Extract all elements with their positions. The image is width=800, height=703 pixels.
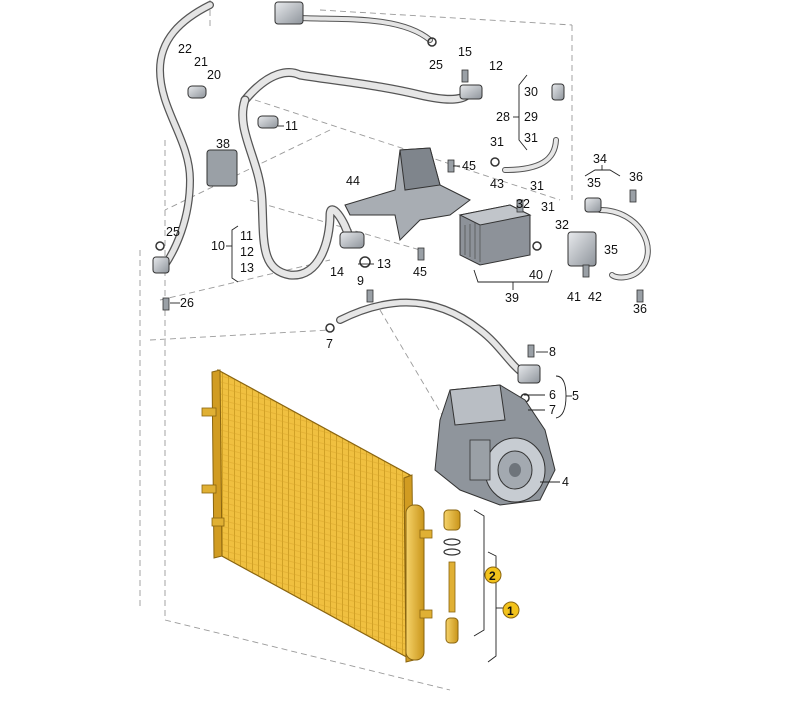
refrigerant-hoses-upper — [156, 1, 651, 379]
badge-2 — [484, 566, 502, 584]
label-31-a: 31 — [524, 131, 538, 145]
label-25-top: 25 — [429, 58, 443, 72]
label-9: 9 — [357, 274, 364, 288]
fitting-25 — [152, 256, 170, 274]
label-22: 22 — [178, 42, 192, 56]
o-ring-25b — [155, 241, 165, 251]
label-30: 30 — [524, 85, 538, 99]
label-31-b: 31 — [490, 135, 504, 149]
o-ring-31 — [490, 157, 500, 167]
label-13: 13 — [377, 257, 391, 271]
label-42: 42 — [588, 290, 602, 304]
valve-block-top — [274, 1, 304, 25]
part-number-labels: 1 2 4 5 6 7 8 7 9 10 11 12 13 11 12 13 1… — [166, 42, 647, 619]
pipe-fitting-5 — [517, 364, 541, 384]
label-10: 10 — [211, 239, 225, 253]
pipe-end-14 — [339, 231, 365, 249]
o-ring-13 — [359, 256, 371, 268]
label-13-group: 13 — [240, 261, 254, 275]
label-25-left: 25 — [166, 225, 180, 239]
label-35-b: 35 — [604, 243, 618, 257]
label-26: 26 — [180, 296, 194, 310]
leader-lines — [170, 74, 621, 663]
label-36-a: 36 — [629, 170, 643, 184]
label-2: 2 — [489, 569, 496, 583]
label-6: 6 — [549, 388, 556, 402]
o-ring-25 — [427, 37, 437, 47]
label-21: 21 — [194, 55, 208, 69]
label-45-a: 45 — [462, 159, 476, 173]
label-38: 38 — [216, 137, 230, 151]
badge-1 — [502, 601, 520, 619]
bracket-38 — [206, 149, 238, 187]
label-4: 4 — [562, 475, 569, 489]
label-44: 44 — [346, 174, 360, 188]
o-ring-7 — [325, 323, 335, 333]
bolts — [162, 69, 644, 358]
ac-compressor-4 — [434, 384, 556, 506]
label-36-b: 36 — [633, 302, 647, 316]
pipe-fitting-12 — [459, 84, 483, 100]
label-45-b: 45 — [413, 265, 427, 279]
mounting-bracket-44 — [344, 147, 471, 242]
label-20: 20 — [207, 68, 221, 82]
label-28: 28 — [496, 110, 510, 124]
label-15: 15 — [458, 45, 472, 59]
label-40: 40 — [529, 268, 543, 282]
fitting-34 — [584, 197, 602, 213]
label-31-c: 31 — [541, 200, 555, 214]
o-ring-40 — [532, 241, 542, 251]
label-5: 5 — [572, 389, 579, 403]
label-11-group: 11 — [240, 229, 253, 243]
pressure-sensor-20 — [187, 85, 207, 99]
label-43: 43 — [490, 177, 504, 191]
condenser-1 — [201, 368, 433, 663]
label-34: 34 — [593, 152, 607, 166]
label-12-group: 12 — [240, 245, 254, 259]
label-39: 39 — [505, 291, 519, 305]
label-29: 29 — [524, 110, 538, 124]
dryer-cartridge-2 — [443, 509, 461, 644]
label-32-a: 32 — [516, 197, 530, 211]
label-7-left: 7 — [326, 337, 333, 351]
label-7-right: 7 — [549, 403, 556, 417]
cap-30 — [551, 83, 565, 101]
sensor-11 — [257, 115, 279, 129]
label-32-b: 32 — [555, 218, 569, 232]
label-41: 41 — [567, 290, 581, 304]
label-8: 8 — [549, 345, 556, 359]
valve-41 — [567, 231, 597, 267]
label-11: 11 — [285, 119, 298, 133]
filter-dryer-39 — [458, 204, 532, 266]
small-parts — [152, 1, 602, 403]
label-31-d: 31 — [530, 179, 544, 193]
label-1: 1 — [507, 604, 514, 618]
label-12: 12 — [489, 59, 503, 73]
label-35-a: 35 — [587, 176, 601, 190]
collector-tube — [405, 504, 425, 661]
label-14: 14 — [330, 265, 344, 279]
